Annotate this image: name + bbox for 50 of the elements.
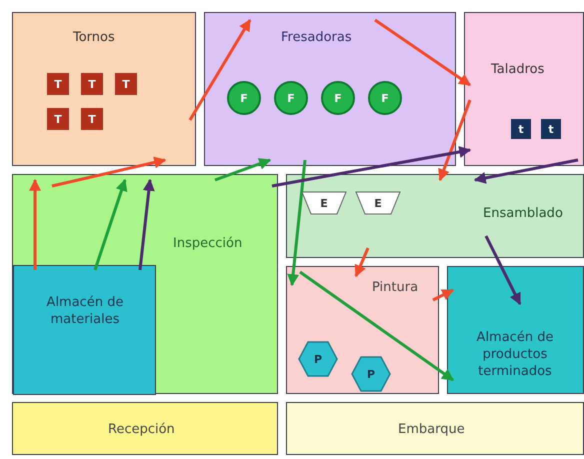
machine-circle: F [321,81,355,115]
arrow [52,156,166,188]
arrow [287,160,306,286]
area-label: Taladros [491,61,544,78]
arrow [94,178,128,270]
floor-area [447,266,584,394]
area-label: Recepción [108,421,175,438]
area-label: Fresadoras [281,29,352,46]
machine-square: T [47,73,69,95]
machine-circle: F [274,81,308,115]
arrow [354,247,370,278]
area-label: Embarque [398,421,465,438]
floor-area [286,402,584,455]
arrow [299,270,454,382]
arrow [188,18,252,121]
machine-trapezoid: E [301,191,347,215]
floor-area [12,12,196,166]
machine-square: t [511,119,531,139]
floor-area [204,12,456,166]
arrow [374,18,471,86]
floor-area [13,265,156,395]
arrow [29,178,41,270]
arrow [214,158,272,182]
area-label: Almacén de productos terminados [476,329,554,380]
machine-hexagon: P [298,341,338,377]
machine-square: T [115,73,137,95]
floor-area [464,12,584,166]
floor-area [12,402,278,455]
machine-hexagon: P [351,356,391,392]
machine-circle: F [368,81,402,115]
arrow [484,235,522,306]
machine-trapezoid: E [355,191,401,215]
machine-square: t [541,119,561,139]
machine-square: T [81,73,103,95]
arrow [432,288,454,302]
arrow [438,99,472,182]
area-label: Tornos [73,29,115,46]
arrow [272,146,472,188]
machine-square: T [47,108,69,130]
machine-circle: F [227,81,261,115]
machine-square: T [81,108,103,130]
arrow [474,158,578,184]
area-label: Ensamblado [483,205,563,222]
floor-area [286,266,439,394]
area-label: Almacén de materiales [46,294,124,328]
area-label: Inspección [173,235,242,252]
area-label: Pintura [372,279,418,296]
floor-area [286,174,584,258]
floor-area [12,174,278,394]
arrow [138,178,155,270]
